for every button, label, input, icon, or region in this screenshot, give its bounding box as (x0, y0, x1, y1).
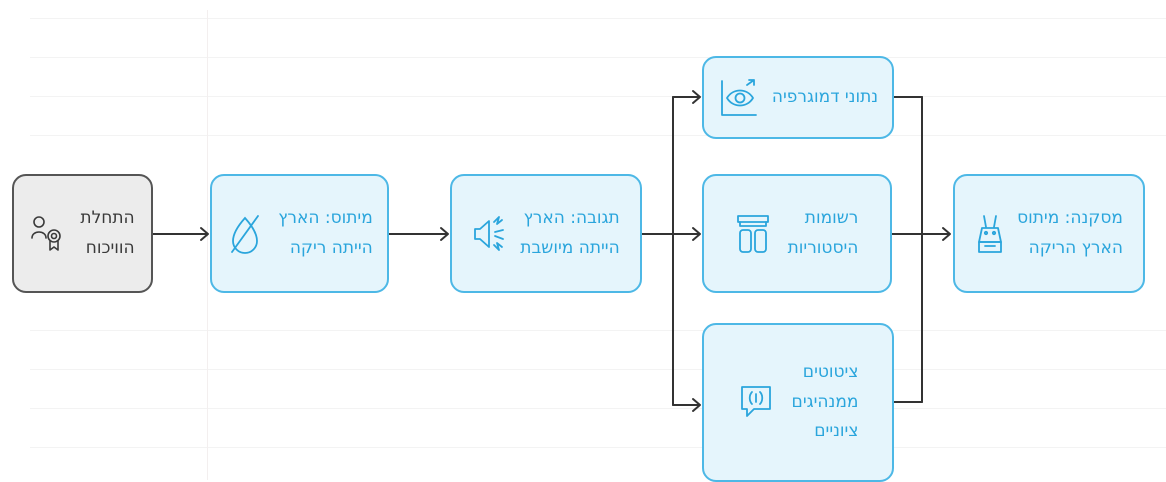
empty-set-icon (226, 212, 264, 256)
node-quotes-line-3: ציוניים (814, 421, 859, 442)
donkey-icon (975, 212, 1005, 256)
megaphone-icon (472, 212, 506, 256)
node-records: רשומות היסטוריות (702, 174, 892, 293)
node-quotes-line-2: ממנהיגים (791, 391, 859, 412)
node-demographics: נתוני דמוגרפיה (702, 56, 894, 139)
node-response: תגובה: הארץ הייתה מיושבת (450, 174, 642, 293)
node-quotes: ציטוטים ממנהיגים ציוניים (702, 323, 894, 482)
node-start-line-1: התחלת (80, 207, 135, 228)
arrowhead (440, 227, 449, 241)
node-records-line-2: היסטוריות (787, 237, 859, 258)
node-conclusion-line-1: מסקנה: מיתוס (1017, 207, 1123, 228)
node-conclusion-line-2: הארץ הריקה (1028, 237, 1123, 258)
arrowhead (692, 90, 701, 104)
arrowhead (942, 227, 951, 241)
node-myth-line-1: מיתוס: הארץ (278, 207, 373, 228)
archive-columns-icon (736, 212, 770, 256)
node-start: התחלת הוויכוח (12, 174, 153, 293)
node-quotes-line-1: ציטוטים (802, 361, 859, 382)
node-myth-line-2: הייתה ריקה (289, 237, 373, 258)
node-myth: מיתוס: הארץ הייתה ריקה (210, 174, 389, 293)
arrowhead (692, 398, 701, 412)
speech-bubble-icon (738, 383, 774, 423)
certified-person-icon (30, 214, 66, 254)
node-response-line-2: הייתה מיושבת (520, 237, 620, 258)
node-response-line-1: תגובה: הארץ (523, 207, 620, 228)
eye-chart-icon (718, 77, 760, 119)
node-demographics-line-1: נתוני דמוגרפיה (771, 86, 879, 107)
node-start-line-2: הוויכוח (85, 237, 135, 258)
node-records-line-1: רשומות (804, 207, 859, 228)
arrowhead (692, 227, 701, 241)
arrowhead (200, 227, 209, 241)
node-conclusion: מסקנה: מיתוס הארץ הריקה (953, 174, 1145, 293)
